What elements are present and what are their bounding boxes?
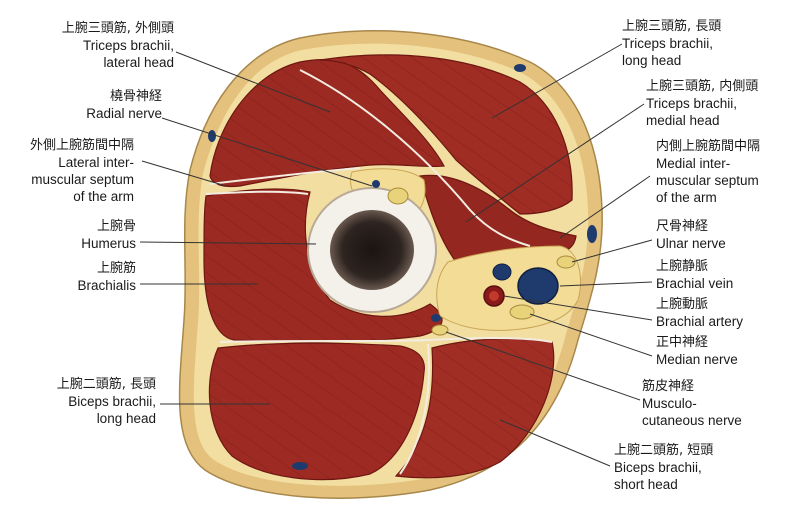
label-en: Median nerve [656,352,738,367]
leader-lines [139,43,653,467]
label-jp: 上腕骨 [96,219,136,234]
label-en: muscular septum [656,173,759,188]
label-musculocutaneous-nerve: 筋皮神経 Musculo- cutaneous nerve [642,378,742,429]
label-en: cutaneous nerve [642,413,742,428]
ulnar-nerve [556,255,576,269]
label-humerus: 上腕骨 Humerus [81,218,136,252]
label-en: Brachial vein [656,276,734,291]
label-en: Lateral inter- [58,155,134,170]
superficial-vein-bottom [292,462,308,470]
label-jp: 上腕動脈 [656,297,709,312]
label-en: Brachialis [77,278,136,293]
label-triceps-medial-head: 上腕三頭筋, 内側頭 Triceps brachii, medial head [646,78,758,129]
label-jp: 筋皮神経 [642,379,695,394]
label-en: long head [622,53,682,68]
label-en: Brachial artery [656,314,744,329]
superficial-vein-left [208,130,216,142]
label-lateral-septum: 外側上腕筋間中隔 Lateral inter- muscular septum … [30,137,134,205]
label-jp: 尺骨神経 [656,219,709,234]
label-en: Biceps brachii, [68,394,156,409]
fascia-septa [205,69,553,475]
bone-marrow [330,210,414,290]
label-median-nerve: 正中神経 Median nerve [656,334,738,368]
musculocutaneous-nerve [431,324,449,336]
label-brachialis: 上腕筋 Brachialis [77,260,136,294]
brachial-vein [517,267,559,305]
brachial-artery-lumen [489,291,499,301]
label-en: of the arm [656,190,717,205]
label-en: Triceps brachii, [622,36,714,51]
label-medial-septum: 内側上腕筋間中隔 Medial inter- muscular septum o… [656,138,760,206]
label-en: Humerus [81,236,136,251]
label-biceps-long-head: 上腕二頭筋, 長頭 Biceps brachii, long head [57,376,156,427]
label-en: short head [614,477,678,492]
radial-vessel [372,180,380,188]
median-nerve [509,304,535,320]
septal-vessel [431,314,441,322]
superficial-vein-right [587,225,597,243]
label-en: Radial nerve [86,106,162,121]
label-en: Ulnar nerve [656,236,726,251]
label-brachial-vein: 上腕静脈 Brachial vein [656,258,733,292]
label-triceps-long-head: 上腕三頭筋, 長頭 Triceps brachii, long head [622,18,721,69]
label-en: Biceps brachii, [614,460,702,475]
label-en: of the arm [73,189,134,204]
superficial-vein-top [514,64,526,72]
label-jp: 上腕三頭筋, 内側頭 [646,79,759,94]
label-en: lateral head [103,55,174,70]
label-jp: 内側上腕筋間中隔 [656,139,761,154]
label-en: muscular septum [31,172,134,187]
brachial-vein-small [492,263,512,281]
label-en: Medial inter- [656,156,731,171]
label-jp: 橈骨神経 [109,89,162,104]
label-en: long head [96,411,156,426]
label-brachial-artery: 上腕動脈 Brachial artery [656,296,743,330]
label-jp: 上腕静脈 [656,259,709,274]
label-jp: 上腕二頭筋, 短頭 [614,443,714,458]
label-jp: 上腕三頭筋, 長頭 [622,19,722,34]
label-ulnar-nerve: 尺骨神経 Ulnar nerve [656,218,726,252]
label-en: Triceps brachii, [646,96,738,111]
label-jp: 上腕筋 [96,261,136,276]
label-jp: 外側上腕筋間中隔 [29,138,134,153]
label-en: Triceps brachii, [82,38,174,53]
label-jp: 上腕三頭筋, 外側頭 [61,21,174,36]
radial-nerve-bundle [387,187,409,205]
label-triceps-lateral-head: 上腕三頭筋, 外側頭 Triceps brachii, lateral head [62,20,174,71]
muscle-fiber-texture [204,54,573,480]
label-en: Musculo- [642,396,697,411]
label-jp: 上腕二頭筋, 長頭 [56,377,156,392]
label-en: medial head [646,113,720,128]
label-radial-nerve: 橈骨神経 Radial nerve [86,88,162,122]
label-biceps-short-head: 上腕二頭筋, 短頭 Biceps brachii, short head [614,442,713,493]
label-jp: 正中神経 [656,335,709,350]
